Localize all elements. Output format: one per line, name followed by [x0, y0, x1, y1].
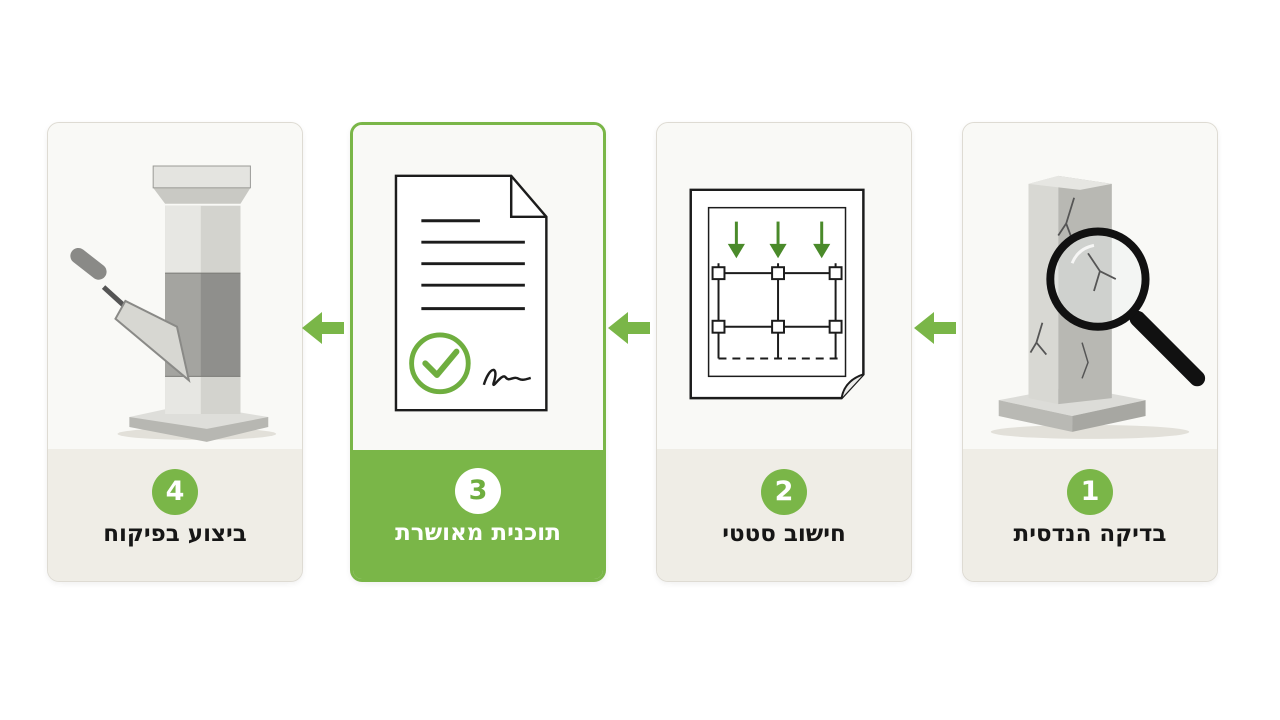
- step-number-badge: 1: [1067, 469, 1113, 515]
- step-title: בדיקה הנדסית: [1013, 521, 1167, 547]
- approved-document-icon: [394, 174, 548, 412]
- step-number-badge: 3: [455, 468, 501, 514]
- step-number-badge: 2: [761, 469, 807, 515]
- arrow-left-icon: [914, 312, 956, 344]
- step-title: תוכנית מאושרת: [395, 520, 561, 546]
- structural-plan-icon: [689, 188, 865, 400]
- step-title: חישוב סטטי: [722, 521, 846, 547]
- step-card-4: 4 ביצוע בפיקוח: [47, 122, 303, 582]
- column-magnifier-icon: [990, 175, 1206, 439]
- step-card-2: 2 חישוב סטטי: [656, 122, 912, 582]
- step-number-badge: 4: [152, 469, 198, 515]
- step-card-3: 3 תוכנית מאושרת: [350, 122, 606, 582]
- step-card-1: 1 בדיקה הנדסית: [962, 122, 1218, 582]
- arrow-left-icon: [608, 312, 650, 344]
- arrow-left-icon: [302, 312, 344, 344]
- trowel-column-icon: [70, 165, 277, 442]
- step-title: ביצוע בפיקוח: [103, 521, 247, 547]
